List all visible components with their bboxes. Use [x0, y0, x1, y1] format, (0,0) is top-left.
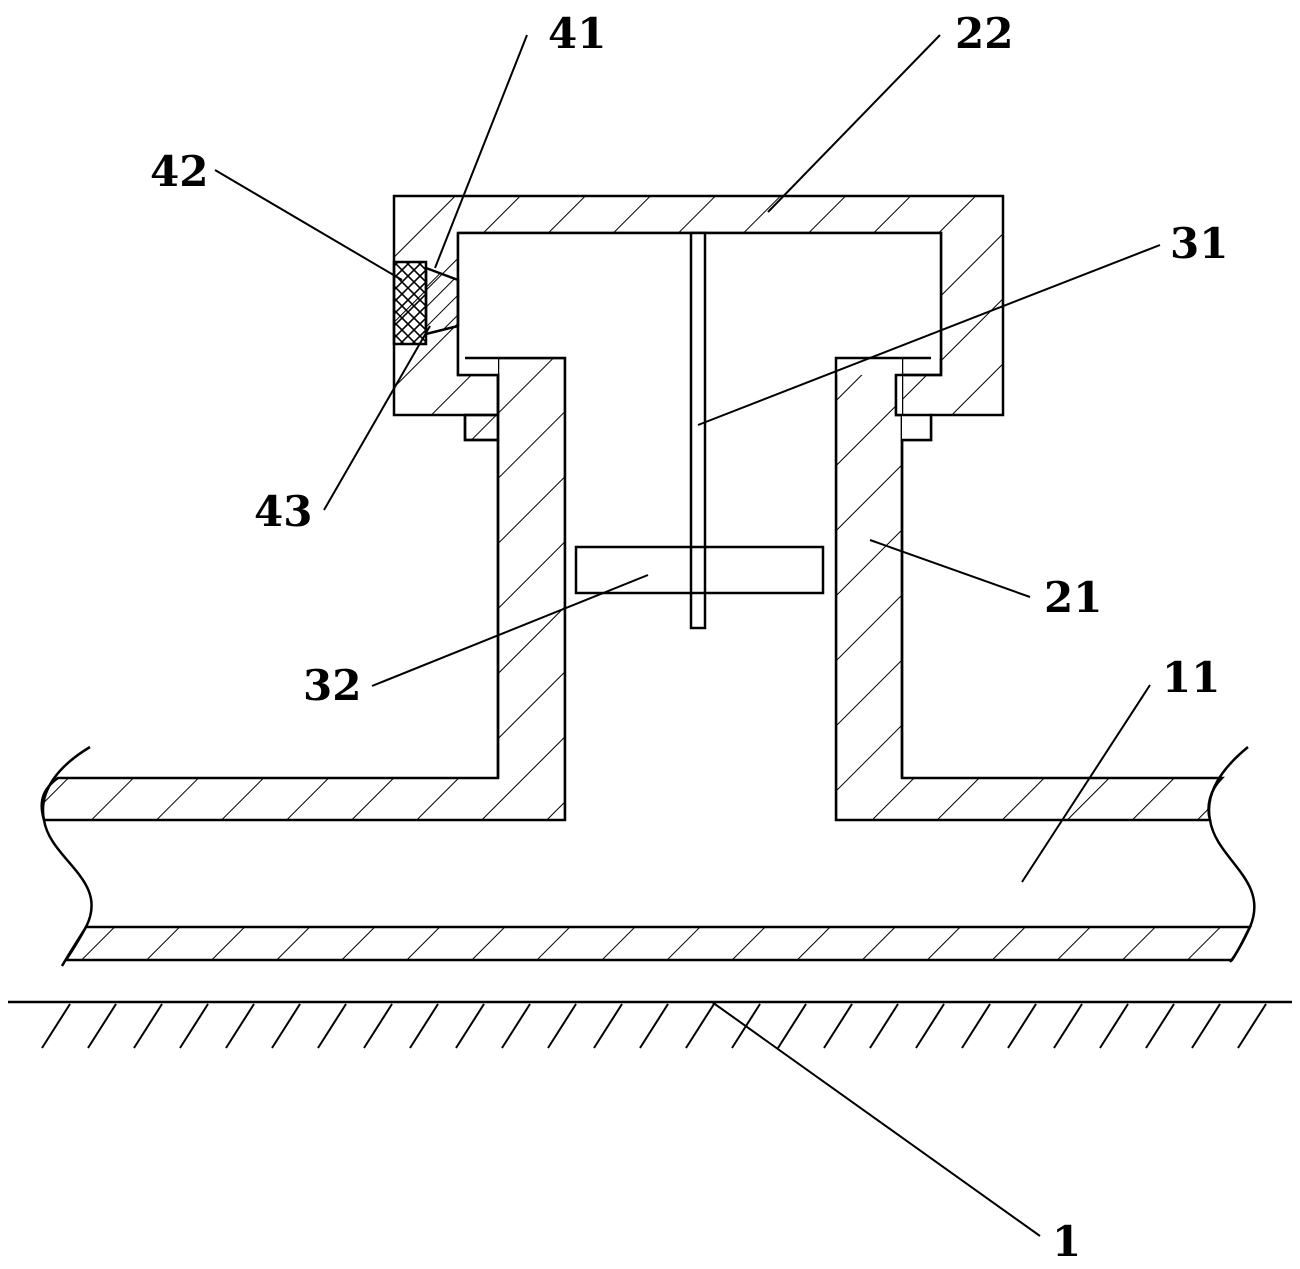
plug-mesh: [392, 260, 428, 346]
main-pipe-top-wall-right: [834, 356, 1226, 822]
ground-hatch-tick: [1237, 1003, 1267, 1049]
ground-hatch-tick: [777, 1003, 807, 1049]
paddle: [574, 545, 825, 595]
ground-hatch-tick: [823, 1003, 853, 1049]
ground-hatch-tick: [547, 1003, 577, 1049]
label-41: 41: [548, 9, 606, 58]
ground-hatch-tick: [1053, 1003, 1083, 1049]
ground-hatch-tick: [409, 1003, 439, 1049]
branch-pipe: [496, 440, 904, 778]
ground-hatch-tick: [1007, 1003, 1037, 1049]
ground-hatch-tick: [685, 1003, 715, 1049]
ground-hatch-tick: [133, 1003, 163, 1049]
label-22: 22: [955, 9, 1013, 58]
ground-hatch-tick: [87, 1003, 117, 1049]
ground-hatch-tick: [869, 1003, 899, 1049]
ground-hatch-tick: [179, 1003, 209, 1049]
plug-cone: [424, 266, 460, 336]
ground-hatch-tick: [363, 1003, 393, 1049]
ground-hatch-tick: [1145, 1003, 1175, 1049]
ground-hatch-tick: [639, 1003, 669, 1049]
label-1: 1: [1052, 1217, 1081, 1266]
ground-hatch-tick: [455, 1003, 485, 1049]
label-31: 31: [1170, 219, 1228, 268]
label-21: 21: [1044, 573, 1102, 622]
leader-lines: [214, 34, 1161, 1237]
label-11: 11: [1162, 653, 1220, 702]
ground-hatch-tick: [593, 1003, 623, 1049]
ground-hatch-tick: [41, 1003, 71, 1049]
side-plug: [392, 260, 460, 346]
label-42: 42: [150, 147, 208, 196]
shaft: [689, 231, 707, 630]
ground: [8, 1000, 1292, 1049]
ground-hatch-tick: [501, 1003, 531, 1049]
ground-hatch-tick: [961, 1003, 991, 1049]
label-43: 43: [254, 487, 312, 536]
ground-hatch-tick: [1099, 1003, 1129, 1049]
stirrer: [574, 231, 825, 630]
ground-hatch-tick: [271, 1003, 301, 1049]
main-pipe: [40, 356, 1256, 967]
ground-hatch-tick: [225, 1003, 255, 1049]
ground-hatch-tick: [317, 1003, 347, 1049]
ground-hatch-tick: [1191, 1003, 1221, 1049]
ground-hatch-tick: [915, 1003, 945, 1049]
label-32: 32: [303, 661, 361, 710]
main-pipe-bottom-wall: [63, 925, 1253, 962]
reference-labels: 41 22 42 31 43 21 11 32 1: [150, 9, 1228, 1266]
